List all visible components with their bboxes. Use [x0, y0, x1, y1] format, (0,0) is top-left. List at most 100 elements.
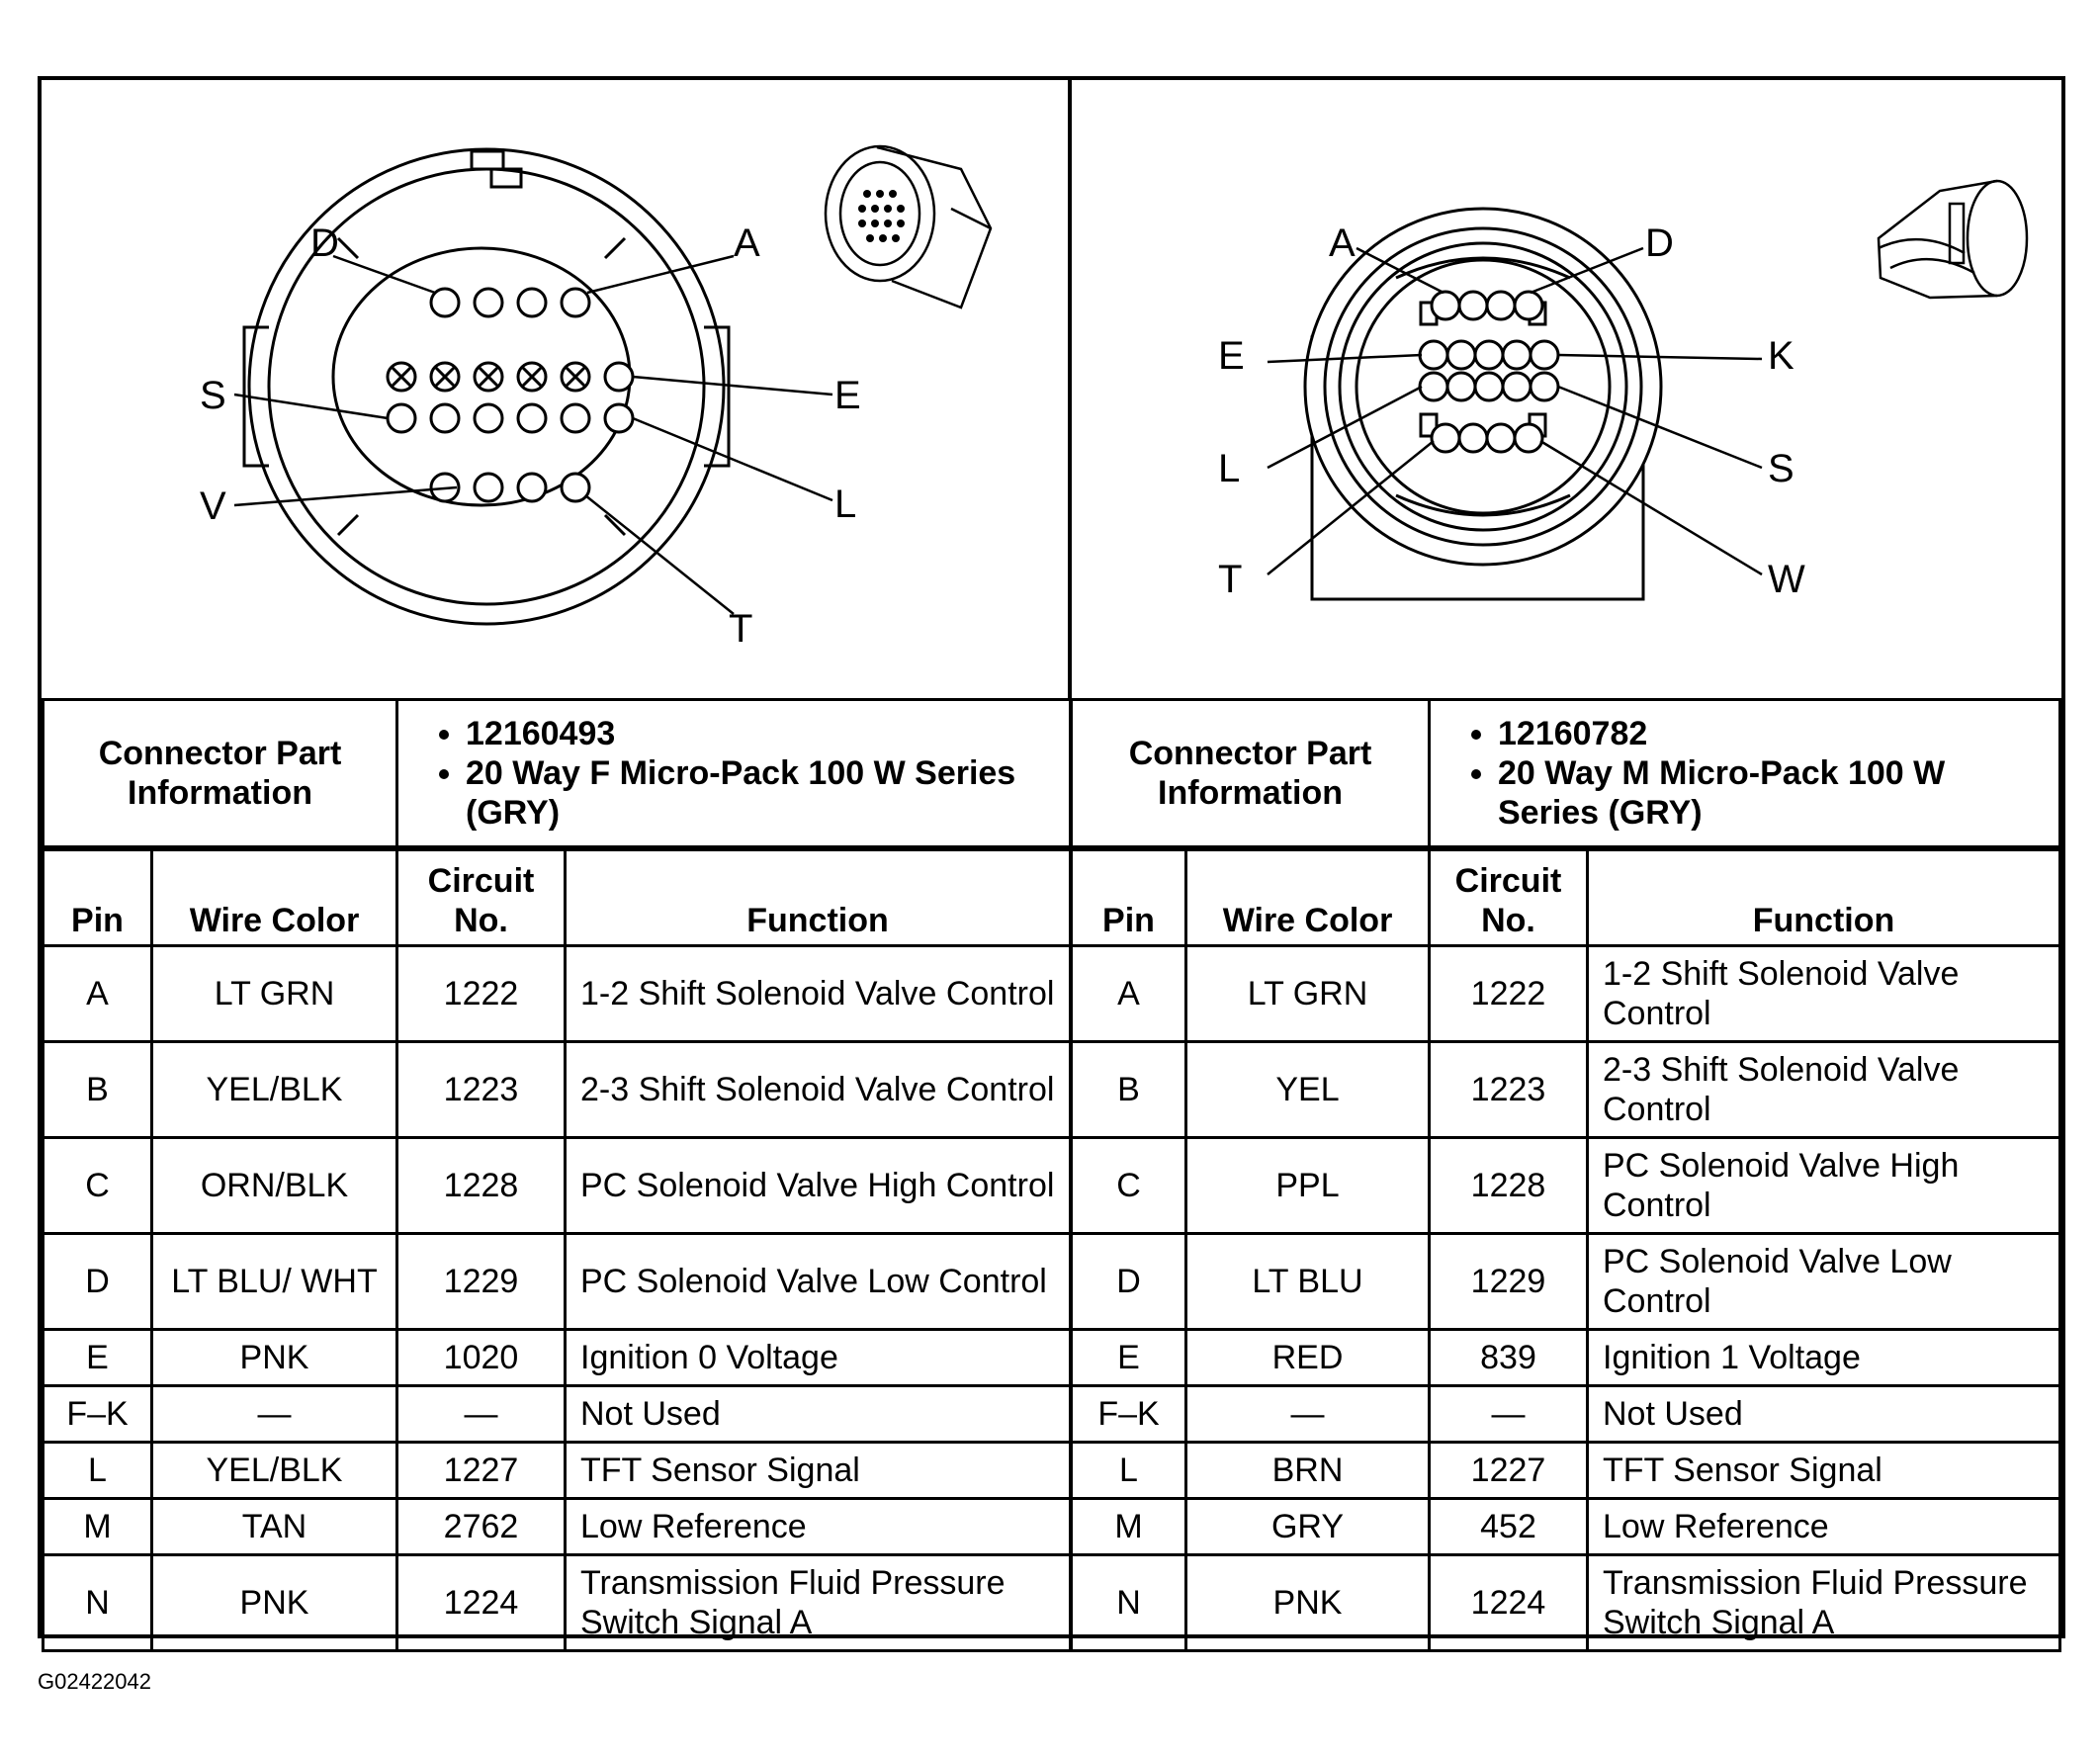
pin-cell: L [1070, 1441, 1187, 1500]
pin-cell: D [1070, 1232, 1187, 1331]
function-cell: PC Solenoid Valve High Control [564, 1136, 1072, 1235]
wire-color-cell: TAN [150, 1497, 398, 1556]
pin-cell: E [1070, 1328, 1187, 1387]
circuit-cell: 1224 [395, 1553, 567, 1652]
right-callout-e: E [1218, 334, 1245, 378]
function-cell: Ignition 0 Voltage [564, 1328, 1072, 1387]
right-header-circuit: Circuit No. [1428, 848, 1589, 947]
table-row: F–K——Not Used [42, 1384, 1072, 1444]
left-pin-grid [386, 287, 635, 503]
function-cell: PC Solenoid Valve High Control [1586, 1136, 2061, 1235]
function-cell: PC Solenoid Valve Low Control [564, 1232, 1072, 1331]
wire-color-cell: — [1184, 1384, 1431, 1444]
right-table-header: Pin Wire Color Circuit No. Function [1070, 848, 2061, 947]
circuit-cell: — [395, 1384, 567, 1444]
wire-color-cell: BRN [1184, 1441, 1431, 1500]
wire-color-cell: ORN/BLK [150, 1136, 398, 1235]
wire-color-cell: PPL [1184, 1136, 1431, 1235]
pin-cell: M [1070, 1497, 1187, 1556]
function-cell: Not Used [564, 1384, 1072, 1444]
pin-cell: F–K [42, 1384, 153, 1444]
right-connector-thumbnail [1877, 179, 2029, 300]
pin-cell: C [1070, 1136, 1187, 1235]
left-header-wire-color: Wire Color [150, 848, 398, 947]
wire-color-cell: — [150, 1384, 398, 1444]
panel-divider [1068, 80, 1072, 698]
circuit-cell: 1228 [1428, 1136, 1589, 1235]
left-callout-l: L [834, 483, 856, 526]
circuit-cell: 1222 [1428, 944, 1589, 1043]
circuit-cell: 1227 [395, 1441, 567, 1500]
right-part-description: 20 Way M Micro-Pack 100 W Series (GRY) [1498, 753, 2049, 833]
right-callout-t: T [1218, 558, 1242, 601]
left-callout-e: E [834, 374, 861, 417]
left-header-function: Function [564, 848, 1072, 947]
function-cell: 2-3 Shift Solenoid Valve Control [1586, 1040, 2061, 1139]
pin-cell: B [1070, 1040, 1187, 1139]
circuit-cell: 839 [1428, 1328, 1589, 1387]
pin-cell: N [42, 1553, 153, 1652]
circuit-cell: 2762 [395, 1497, 567, 1556]
right-header-wire-color: Wire Color [1184, 848, 1431, 947]
pin-cell: L [42, 1441, 153, 1500]
function-cell: Not Used [1586, 1384, 2061, 1444]
left-connector-diagram: D A S E V L T [42, 80, 1070, 698]
left-info-label: Connector Part Information [42, 698, 398, 848]
left-connector-thumbnail [824, 144, 993, 309]
pin-cell: A [1070, 944, 1187, 1043]
pin-cell: D [42, 1232, 153, 1331]
right-callout-s: S [1768, 447, 1794, 490]
circuit-cell: 1222 [395, 944, 567, 1043]
right-callout-a: A [1329, 221, 1356, 265]
right-part-number: 12160782 [1498, 714, 2049, 753]
left-callout-d: D [310, 221, 339, 265]
pin-cell: C [42, 1136, 153, 1235]
wire-color-cell: LT BLU/ WHT [150, 1232, 398, 1331]
right-info-list: 12160782 20 Way M Micro-Pack 100 W Serie… [1441, 714, 2049, 833]
left-header-pin: Pin [42, 848, 153, 947]
wire-color-cell: LT GRN [150, 944, 398, 1043]
right-callout-k: K [1768, 334, 1794, 378]
pin-cell: B [42, 1040, 153, 1139]
pin-cell: F–K [1070, 1384, 1187, 1444]
right-header-function: Function [1586, 848, 2061, 947]
wire-color-cell: RED [1184, 1328, 1431, 1387]
wire-color-cell: PNK [1184, 1553, 1431, 1652]
function-cell: Low Reference [1586, 1497, 2061, 1556]
right-callout-l: L [1218, 447, 1240, 490]
wire-color-cell: PNK [150, 1553, 398, 1652]
right-pin-grid [1418, 290, 1560, 454]
function-cell: Transmission Fluid Pressure Switch Signa… [1586, 1553, 2061, 1652]
connector-diagram-frame: D A S E V L T [38, 76, 2065, 1652]
function-cell: TFT Sensor Signal [1586, 1441, 2061, 1500]
function-cell: Ignition 1 Voltage [1586, 1328, 2061, 1387]
right-callout-w: W [1768, 558, 1805, 601]
left-connector-info: Connector Part Information 12160493 20 W… [42, 698, 1072, 848]
pin-cell: M [42, 1497, 153, 1556]
left-callout-a: A [734, 221, 760, 265]
right-pinout-section: Connector Part Information 12160782 20 W… [1070, 698, 2061, 1652]
function-cell: 1-2 Shift Solenoid Valve Control [564, 944, 1072, 1043]
right-callout-d: D [1645, 221, 1674, 265]
circuit-cell: — [1428, 1384, 1589, 1444]
circuit-cell: 1223 [395, 1040, 567, 1139]
function-cell: Transmission Fluid Pressure Switch Signa… [564, 1553, 1072, 1652]
left-table-header: Pin Wire Color Circuit No. Function [42, 848, 1072, 947]
left-header-circuit: Circuit No. [395, 848, 567, 947]
function-cell: TFT Sensor Signal [564, 1441, 1072, 1500]
figure-id: G02422042 [38, 1669, 151, 1694]
circuit-cell: 1228 [395, 1136, 567, 1235]
